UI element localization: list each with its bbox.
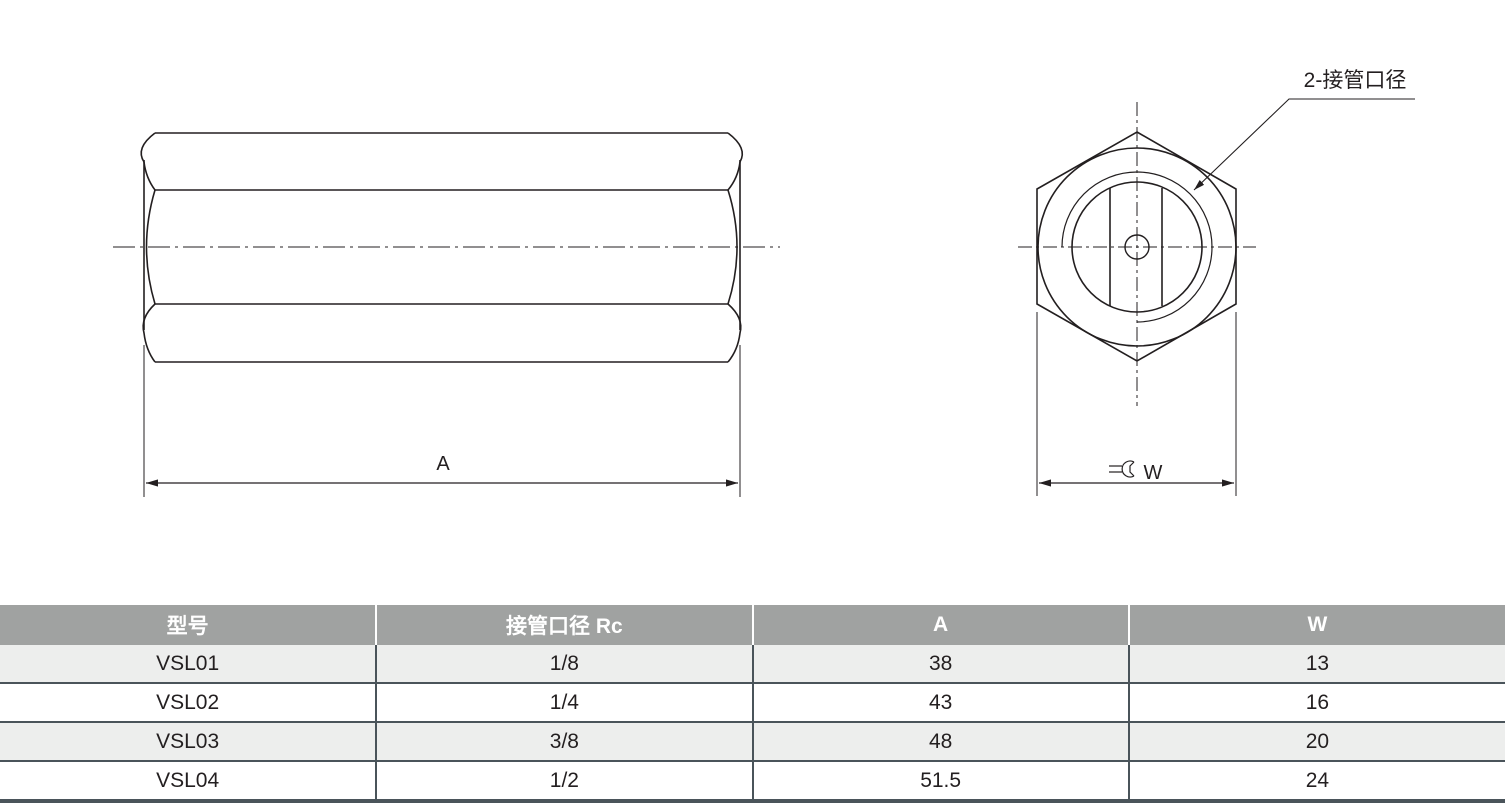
cell-port-size: 3/8 — [375, 721, 753, 761]
cell-port-size: 1/2 — [375, 760, 753, 803]
dimension-label-w: W — [1144, 462, 1163, 484]
cell-model: VSL04 — [0, 760, 377, 803]
side-view — [113, 132, 780, 497]
header-port-size: 接管口径 Rc — [375, 605, 753, 645]
cell-a: 48 — [751, 721, 1129, 761]
table-header-row: 型号 接管口径 Rc A W — [0, 605, 1505, 645]
table-row: VSL01 1/8 38 13 — [0, 645, 1505, 683]
cell-w: 16 — [1127, 682, 1505, 722]
cell-a: 43 — [751, 682, 1129, 722]
dimension-label-a: A — [436, 453, 450, 475]
table-row: VSL03 3/8 48 20 — [0, 721, 1505, 761]
cell-a: 38 — [751, 645, 1129, 683]
cell-port-size: 1/8 — [375, 645, 753, 683]
table-row: VSL04 1/2 51.5 24 — [0, 760, 1505, 803]
cell-model: VSL01 — [0, 645, 377, 683]
port-size-callout: 2-接管口径 — [1304, 69, 1407, 92]
spec-table: 型号 接管口径 Rc A W VSL01 1/8 38 13 VSL02 1/4… — [0, 605, 1505, 803]
cell-a: 51.5 — [751, 760, 1129, 803]
header-model: 型号 — [0, 605, 377, 645]
cell-w: 24 — [1127, 760, 1505, 803]
header-w: W — [1127, 605, 1505, 645]
end-view — [1018, 98, 1415, 496]
cell-w: 20 — [1127, 721, 1505, 761]
cell-w: 13 — [1127, 645, 1505, 683]
cell-model: VSL02 — [0, 682, 377, 722]
wrench-across-flats-icon — [1109, 460, 1135, 478]
table-row: VSL02 1/4 43 16 — [0, 682, 1505, 722]
cell-port-size: 1/4 — [375, 682, 753, 722]
header-a: A — [751, 605, 1129, 645]
cell-model: VSL03 — [0, 721, 377, 761]
technical-drawing: A 2-接管口径 W — [113, 69, 1415, 497]
